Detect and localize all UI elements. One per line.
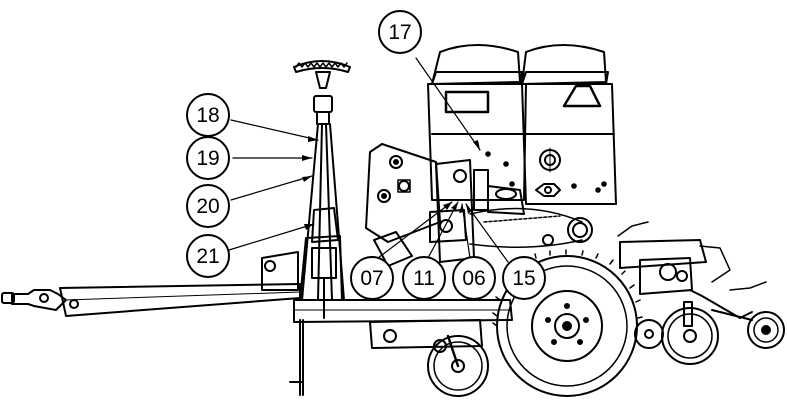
drawbar xyxy=(1,283,301,317)
row-unit xyxy=(617,221,767,327)
svg-text:19: 19 xyxy=(196,147,219,170)
svg-text:17: 17 xyxy=(388,21,411,44)
gearbox xyxy=(429,159,525,263)
callout-21: 21 xyxy=(186,234,230,278)
metering-housing xyxy=(365,143,441,267)
marker-column xyxy=(293,60,351,319)
callout-15: 15 xyxy=(502,256,546,300)
callout-06: 06 xyxy=(452,256,496,300)
leader-lines xyxy=(228,57,509,263)
svg-text:06: 06 xyxy=(462,267,485,290)
svg-text:21: 21 xyxy=(196,245,219,268)
main-frame xyxy=(261,251,513,323)
svg-text:18: 18 xyxy=(196,104,219,127)
gauge-wheels xyxy=(369,307,785,397)
support-leg xyxy=(289,319,304,396)
callout-11: 11 xyxy=(402,256,446,300)
chain-drive xyxy=(469,207,593,248)
callout-18: 18 xyxy=(186,93,230,137)
seed-hopper-right xyxy=(521,44,617,205)
seed-hopper-left xyxy=(427,44,527,201)
callout-20: 20 xyxy=(186,184,230,228)
svg-text:20: 20 xyxy=(196,195,219,218)
svg-text:07: 07 xyxy=(360,267,383,290)
callout-19: 19 xyxy=(186,136,230,180)
callout-07: 07 xyxy=(350,256,394,300)
callout-17: 17 xyxy=(378,10,422,54)
svg-text:11: 11 xyxy=(413,267,435,290)
svg-text:15: 15 xyxy=(512,267,535,290)
